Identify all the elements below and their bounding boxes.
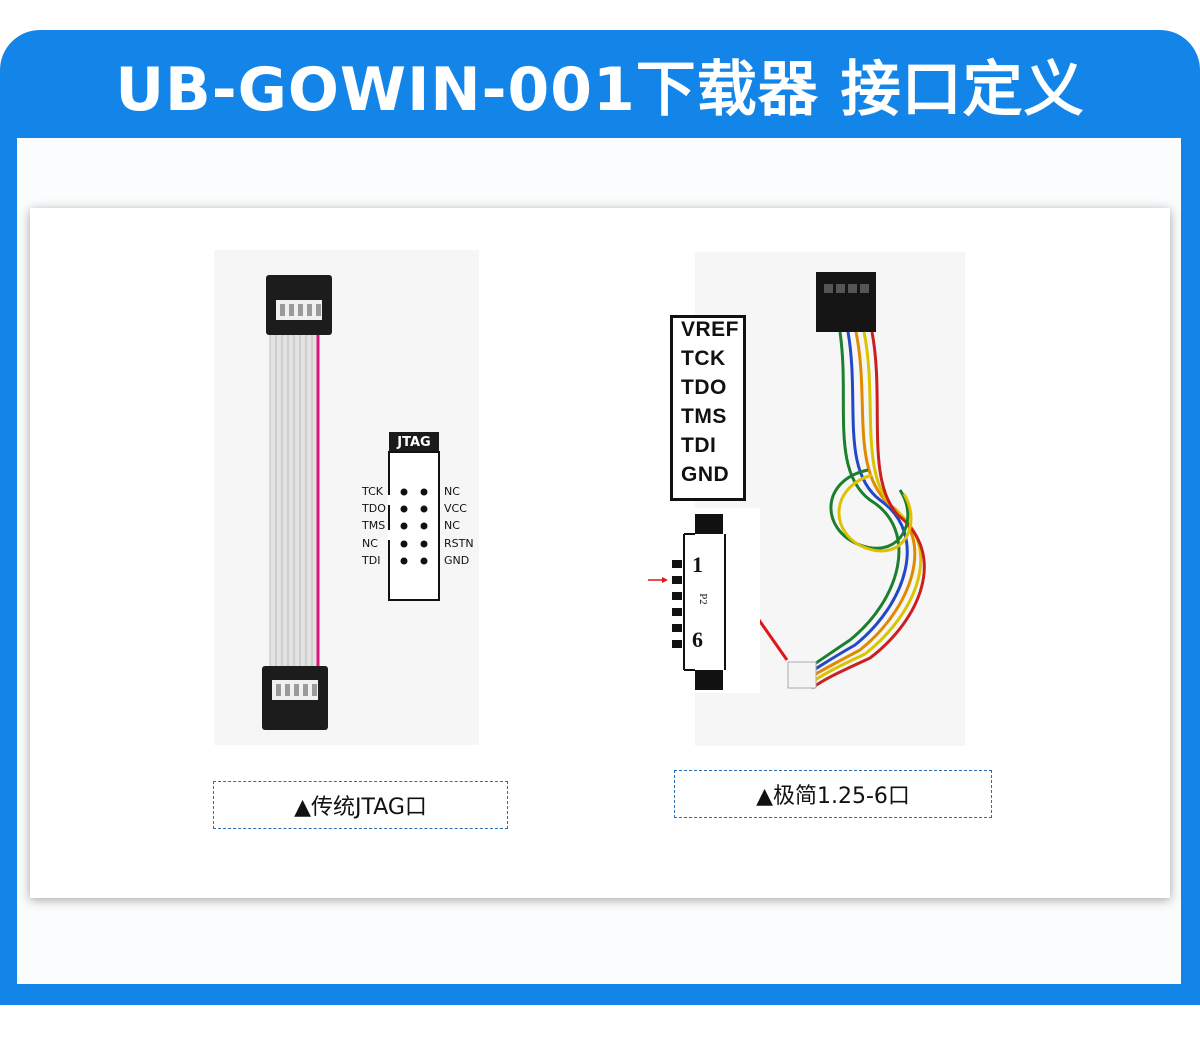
signal-tdi: TDI <box>681 434 717 457</box>
p2-pin-6-label: 6 <box>692 627 703 652</box>
signal-tdo: TDO <box>681 376 727 399</box>
jtag-tab-label: JTAG <box>389 432 439 452</box>
signal-vref: VREF <box>681 318 740 341</box>
p2-pin-1-label: 1 <box>692 552 703 577</box>
jtag-pin-right-5: GND <box>444 554 470 567</box>
jtag-pin-right-2: VCC <box>444 502 467 515</box>
jtag-pin-right-4: RSTN <box>444 537 474 550</box>
jtag-pin-left-1: TCK <box>362 485 383 498</box>
p2-designator: P2 <box>696 593 709 605</box>
signal-list-box: VREF TCK TDO TMS TDI GND <box>670 315 746 501</box>
jtag-pin-right-3: NC <box>444 519 460 532</box>
jtag-pin-right-1: NC <box>444 485 460 498</box>
jtag-pin-left-5: TDI <box>362 554 381 567</box>
jtag-pin-left-4: NC <box>362 537 378 550</box>
signal-gnd: GND <box>681 463 730 486</box>
page-title: UB-GOWIN-001下载器 接口定义 <box>115 54 1085 125</box>
signal-tck: TCK <box>681 347 726 370</box>
signal-tms: TMS <box>681 405 727 428</box>
jtag-caption: ▲传统JTAG口 <box>213 781 508 829</box>
jtag-pin-left-2: TDO <box>362 502 386 515</box>
jtag-pin-left-3: TMS <box>362 519 386 532</box>
mini-cable-caption: ▲极简1.25-6口 <box>674 770 992 818</box>
